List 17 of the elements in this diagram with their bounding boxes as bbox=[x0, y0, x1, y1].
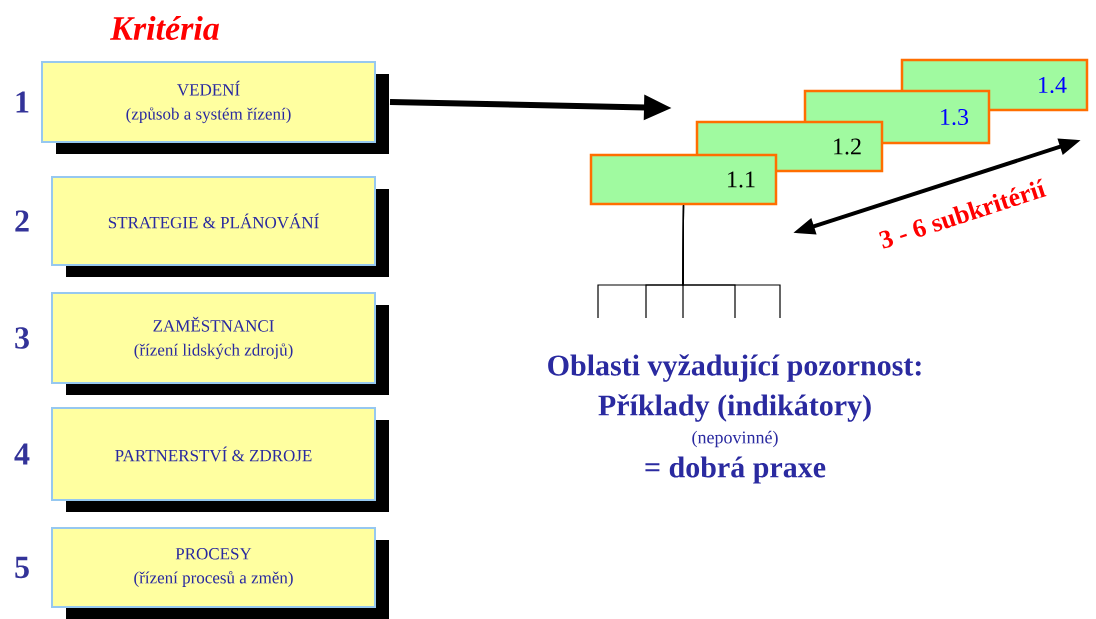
criterion-box: PROCESY (řízení procesů a změn) bbox=[51, 527, 389, 619]
tree-line bbox=[682, 204, 781, 319]
criterion-number: 4 bbox=[14, 443, 30, 465]
criterion-box: PARTNERSTVÍ & ZDROJE bbox=[51, 407, 389, 512]
caption-line: = dobrá praxe bbox=[645, 456, 826, 484]
caption-line: (nepovinné) bbox=[692, 430, 778, 448]
subcriterion-box: 1.1 bbox=[589, 153, 778, 206]
criterion-number: 2 bbox=[15, 210, 29, 232]
caption-line: Příklady (indikátory) bbox=[598, 394, 871, 422]
criterion-number: 3 bbox=[15, 327, 29, 349]
title: Kritéria bbox=[110, 16, 219, 40]
criterion-number: 1 bbox=[16, 91, 29, 113]
criterion-box: VEDENÍ (způsob a systém řízení) bbox=[41, 61, 389, 154]
criterion-number: 5 bbox=[15, 556, 29, 579]
criterion-box: ZAMĚSTNANCI (řízení lidských zdrojů) bbox=[51, 292, 389, 395]
criterion-box: STRATEGIE & PLÁNOVÁNÍ bbox=[51, 176, 389, 277]
caption-line: Oblasti vyžadující pozornost: bbox=[548, 354, 921, 382]
